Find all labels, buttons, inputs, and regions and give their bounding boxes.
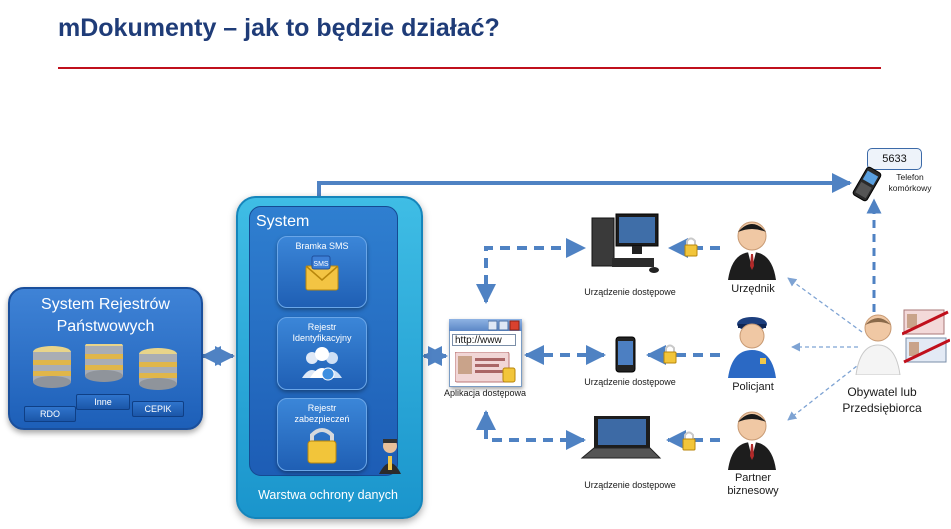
official-person-icon (728, 221, 776, 280)
phone-label: Telefon komórkowy (888, 172, 932, 193)
partner-label: Partner biznesowy (727, 472, 779, 497)
mobile-phone-icon (852, 166, 882, 202)
laptop-icon (580, 416, 662, 459)
security-registry-label: Rejestr zabezpieczeń (294, 403, 350, 424)
access-app-label: Aplikacja dostępowa (443, 388, 527, 398)
police-label: Policjant (732, 381, 774, 393)
official-label: Urzędnik (731, 283, 775, 295)
padlock-icon (684, 237, 698, 257)
laptop-device-label: Urządzenie dostępowe (584, 480, 676, 490)
identity-registry-card: Rejestr Identyfikacyjny (277, 317, 367, 390)
identity-registry-label: Rejestr Identyfikacyjny (292, 322, 352, 343)
db-other-label: Inne (76, 394, 130, 410)
documents-icon (902, 309, 950, 364)
close-icon (509, 320, 520, 331)
url-field: http://www (452, 334, 516, 346)
citizen-label: Obywatel lub Przedsiębiorca (842, 385, 922, 415)
db-cepik-label: CEPIK (132, 401, 184, 417)
database-icons (33, 344, 177, 390)
title-divider (58, 67, 881, 69)
sms-gateway-label: Bramka SMS (295, 241, 349, 251)
police-officer-icon (728, 317, 776, 378)
db-rdo-label: RDO (24, 406, 76, 422)
system-title: System (256, 213, 310, 230)
citizen-person-icon (855, 314, 901, 375)
smartphone-icon (615, 336, 636, 373)
mobile-device-label: Urządzenie dostępowe (584, 377, 676, 387)
protection-layer-label: Warstwa ochrony danych (258, 488, 398, 502)
database-icon (33, 346, 71, 388)
desktop-computer-icon (591, 213, 659, 273)
citizen-official-link (787, 277, 863, 333)
desktop-device-label: Urządzenie dostępowe (584, 287, 676, 297)
sms-gateway-card: Bramka SMS SMS (277, 236, 367, 308)
users-icon (302, 347, 342, 381)
page-title: mDokumenty – jak to będzie działać? (58, 14, 500, 42)
security-registry-card: Rejestr zabezpieczeń (277, 398, 367, 471)
state-registry-title: System Rejestrów Państwowych (41, 296, 170, 335)
app-laptop-link (476, 410, 586, 450)
business-partner-icon (728, 411, 776, 470)
citizen-partner-link (787, 361, 863, 421)
app-desktop-link (476, 238, 586, 304)
padlock-icon (682, 431, 696, 451)
security-officer-icon (379, 439, 401, 474)
id-card-icon (455, 352, 516, 383)
padlock-icon (307, 428, 337, 464)
sms-code-bubble: 5633 (867, 148, 922, 170)
svg-text:SMS: SMS (313, 261, 329, 268)
window-controls (488, 320, 520, 331)
sms-envelope-icon: SMS (305, 255, 339, 291)
padlock-icon (663, 344, 677, 364)
